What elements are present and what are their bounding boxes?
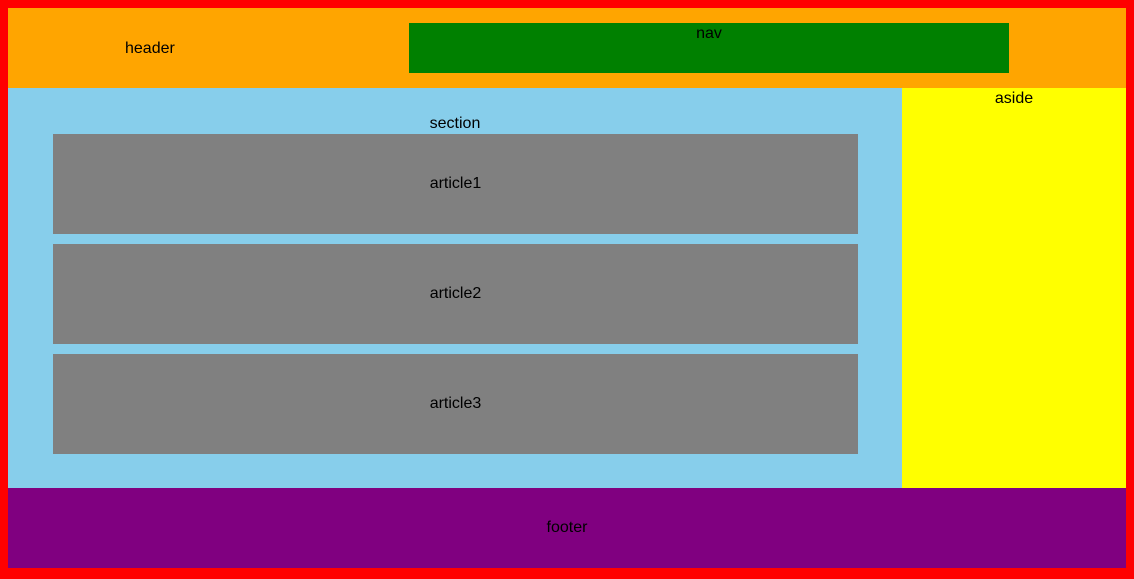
section: section article1 article2 article3: [8, 88, 902, 488]
aside-label: aside: [994, 90, 1034, 107]
article-label: article3: [429, 395, 482, 412]
article-1: article1: [53, 134, 858, 234]
article-label: article2: [429, 285, 482, 302]
aside: aside: [902, 88, 1126, 488]
header: header nav: [8, 8, 1126, 88]
section-label: section: [429, 115, 481, 132]
nav-label: nav: [696, 25, 722, 42]
header-label: header: [125, 40, 175, 57]
article-2: article2: [53, 244, 858, 344]
footer-label: footer: [546, 519, 588, 536]
nav[interactable]: nav: [409, 23, 1009, 73]
article-label: article1: [429, 175, 482, 192]
footer: footer: [8, 488, 1126, 568]
article-3: article3: [53, 354, 858, 454]
